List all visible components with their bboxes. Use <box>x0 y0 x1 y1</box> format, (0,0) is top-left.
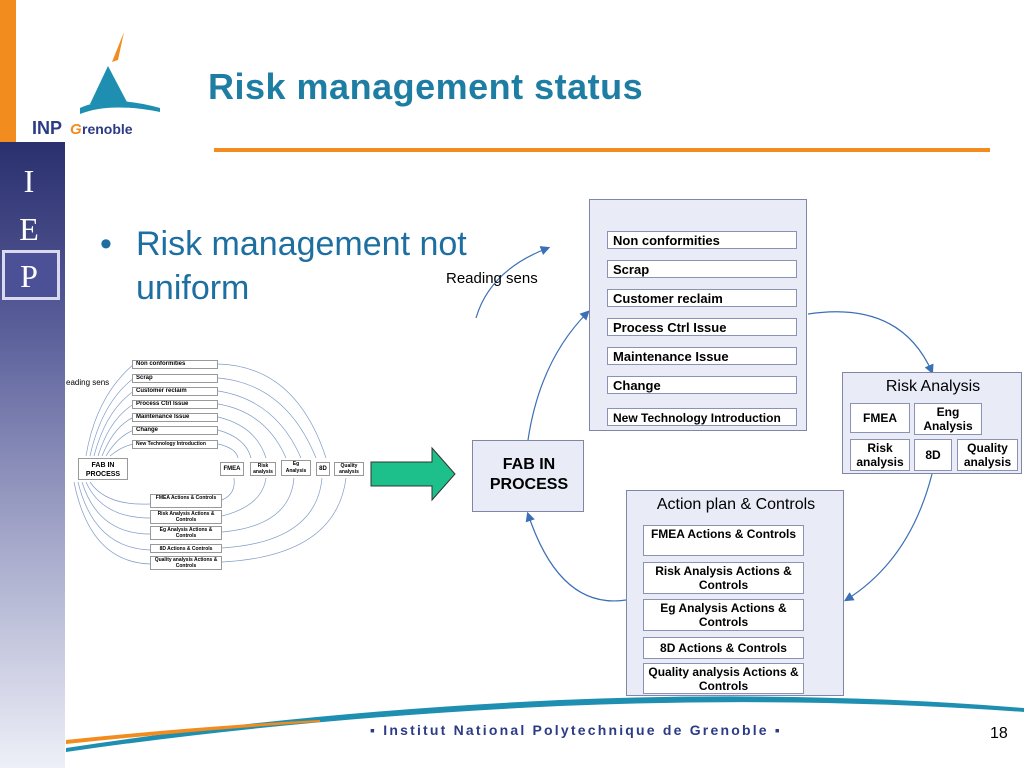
issue-change: Change <box>607 376 797 394</box>
risk-to-action-arrow <box>843 473 933 602</box>
mini-issue: Customer reclaim <box>132 387 218 396</box>
fab-in-process-box: FAB IN PROCESS <box>472 440 584 512</box>
mini-issue: Scrap <box>132 374 218 383</box>
fab-in-process-label: FAB IN PROCESS <box>489 456 569 493</box>
action-risk-analysis: Risk Analysis Actions & Controls <box>643 562 804 594</box>
sidebar-letter-i: I <box>23 163 35 199</box>
bullet-marker: • <box>100 225 112 263</box>
reading-direction-arrow <box>475 246 551 319</box>
issue-process-ctrl: Process Ctrl Issue <box>607 318 797 336</box>
svg-text:renoble: renoble <box>82 121 133 137</box>
action-eg-analysis: Eg Analysis Actions & Controls <box>643 599 804 631</box>
inp-grenoble-logo: INP G renoble <box>20 22 190 142</box>
mini-action-item: 8D Actions & Controls <box>150 544 222 553</box>
bullet-text: Risk management not uniform <box>136 225 467 307</box>
risk-risk-analysis: Risk analysis <box>850 439 910 471</box>
mini-issue: Maintenance Issue <box>132 413 218 422</box>
svg-text:G: G <box>70 121 82 138</box>
iep-highlight-box <box>2 250 60 300</box>
mini-action-item: Eg Analysis Actions & Controls <box>150 526 222 540</box>
title-underline <box>214 148 990 152</box>
issue-scrap: Scrap <box>607 260 797 278</box>
orange-accent-bar <box>0 0 16 142</box>
logo-graphic-icon: INP G renoble <box>32 32 160 138</box>
mini-reading-label: eading sens <box>66 378 110 387</box>
action-8d: 8D Actions & Controls <box>643 637 804 659</box>
action-fmea: FMEA Actions & Controls <box>643 525 804 556</box>
mini-issue: Non conformities <box>132 360 218 369</box>
transform-arrow-icon <box>370 446 456 502</box>
issue-maintenance: Maintenance Issue <box>607 347 797 365</box>
risk-8d: 8D <box>914 439 952 471</box>
sidebar-gradient <box>0 142 65 768</box>
issue-non-conformities: Non conformities <box>607 231 797 249</box>
issue-new-technology: New Technology Introduction <box>607 408 797 426</box>
action-plan-title: Action plan & Controls <box>656 496 816 513</box>
risk-analysis-title: Risk Analysis <box>885 378 981 395</box>
mini-issue: Change <box>132 426 218 435</box>
svg-text:INP: INP <box>32 118 62 138</box>
risk-fmea: FMEA <box>850 403 910 433</box>
action-quality-analysis: Quality analysis Actions & Controls <box>643 663 804 694</box>
mini-risk-item: 8D <box>316 462 330 476</box>
page-number: 18 <box>990 725 1008 742</box>
mini-risk-item: Risk analysis <box>250 462 276 476</box>
footer-swoosh-orange <box>66 720 320 744</box>
footer-institution: ▪ Institut National Polytechnique de Gre… <box>370 722 783 738</box>
mini-issue: New Technology Introduction <box>132 440 218 449</box>
issues-to-risk-arrow <box>807 311 934 375</box>
mini-risk-item: Eg Analysis <box>281 460 311 476</box>
mini-fab: FAB IN PROCESS <box>78 458 128 480</box>
risk-eng-analysis: Eng Analysis <box>914 403 982 435</box>
action-to-fab-arrow <box>525 511 627 602</box>
sidebar-letter-p: P <box>20 258 38 294</box>
risk-quality-analysis: Quality analysis <box>957 439 1018 471</box>
fab-to-issues-arrow <box>527 310 590 441</box>
mini-action-item: Risk Analysis Actions & Controls <box>150 510 222 524</box>
mini-issue: Process Ctrl Issue <box>132 400 218 409</box>
mini-diagram: eading sens FAB IN PROCESS Non conformit… <box>66 356 366 572</box>
mini-diagram-connectors <box>73 363 347 565</box>
mini-action-item: Quality analysis Actions & Controls <box>150 556 222 570</box>
issue-customer-reclaim: Customer reclaim <box>607 289 797 307</box>
sidebar-letter-e: E <box>19 211 39 247</box>
mini-risk-item: Quality analysis <box>334 462 364 476</box>
mini-action-item: FMEA Actions & Controls <box>150 494 222 508</box>
reading-sens-label: Reading sens <box>446 270 538 287</box>
slide-title: Risk management status <box>208 66 644 107</box>
mini-risk-item: FMEA <box>220 462 244 476</box>
